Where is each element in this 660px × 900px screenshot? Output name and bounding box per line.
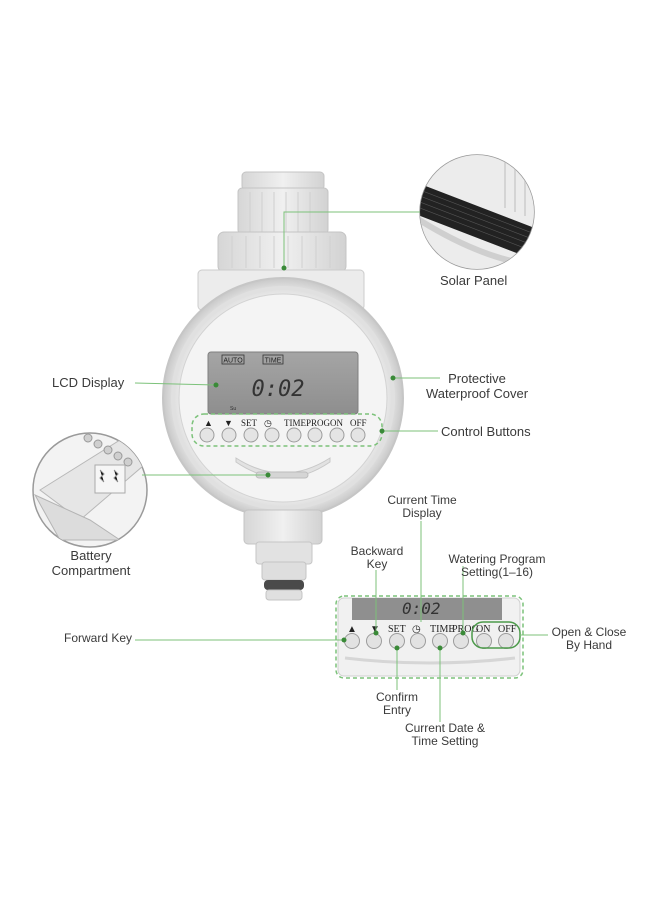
up-button-label: ▲ [204,418,213,428]
zoom-down-label: ▼ [370,624,380,635]
off-button[interactable] [350,427,366,443]
solar-panel-label: Solar Panel [440,273,508,288]
up-button[interactable] [199,427,215,443]
lcd-auto-indicator: AUTO [223,358,243,365]
set-button[interactable] [243,427,259,443]
zoom-set-label: SET [388,624,406,635]
lcd-time-indicator: TIME [265,358,282,365]
control-buttons-highlight [191,413,383,447]
lcd-time-readout: 0:02 [252,377,305,402]
zoom-off-label: OFF [498,624,517,635]
on-button-label: ON [330,418,343,428]
down-button-label: ▼ [224,418,233,428]
zoom-clock-label: ◷ [412,624,421,635]
battery-compartment-label: Battery Compartment [51,548,131,578]
off-button-label: OFF [350,418,367,428]
buttons-zoom-inset: 0:02 ▲ ▼ SET ◷ TIME PROG ON OFF [337,597,521,677]
protective-cover-label: Protective Waterproof Cover [425,371,529,401]
forward-key-label: Forward Key [64,631,133,645]
current-time-display-label: Current Time Display [387,493,457,520]
control-buttons-label: Control Buttons [441,424,531,439]
time-button[interactable] [286,427,302,443]
confirm-entry-label: Confirm Entry [375,690,418,717]
prog-button-label: PROG [306,418,331,428]
lcd-display-label: LCD Display [52,375,125,390]
watering-program-label: Watering Program Setting(1–16) [448,552,546,579]
current-date-time-setting-label: Current Date & Time Setting [404,721,486,748]
lcd-day-indicator: Su [230,406,236,412]
open-close-by-hand-label: Open & Close By Hand [551,625,627,652]
time-button-label: TIME [284,418,306,428]
down-button[interactable] [221,427,237,443]
battery-compartment-inset [32,432,148,548]
clock-button[interactable] [264,427,280,443]
prog-button[interactable] [307,427,323,443]
zoom-up-label: ▲ [347,624,357,635]
zoom-time-label: TIME [430,624,454,635]
backward-key-label: Backward Key [350,544,404,571]
zoom-on-label: ON [476,624,490,635]
set-button-label: SET [241,418,258,428]
callout-dots [213,265,466,651]
water-timer-device: AUTO TIME 0:02 Su ▲ ▼ SET ◷ TIME PROG ON… [162,171,404,601]
on-button[interactable] [329,427,345,443]
clock-button-label: ◷ [264,418,272,428]
callout-lines [134,211,548,722]
zoom-prog-label: PROG [452,624,479,635]
solar-panel-inset [419,154,535,270]
